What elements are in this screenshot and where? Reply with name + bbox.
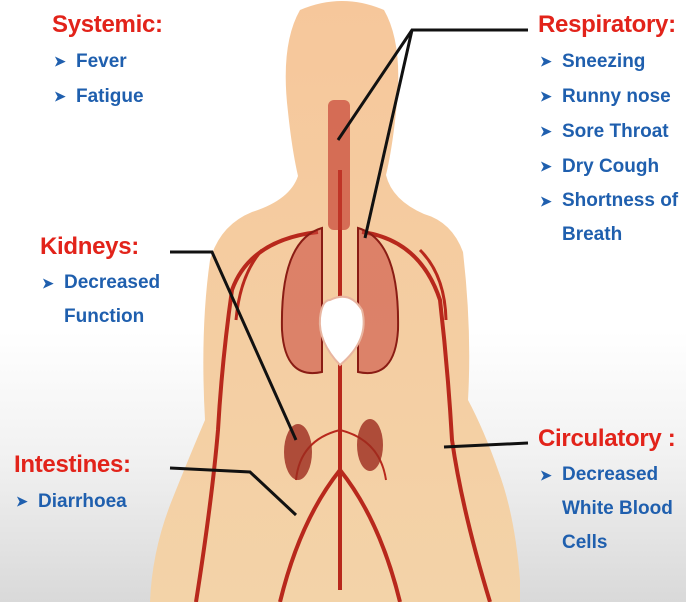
list-item: ➤ Diarrhoea bbox=[14, 484, 131, 519]
arrowhead-bullet-icon: ➤ bbox=[16, 484, 28, 519]
list-item: ➤ Decreased White Blood Cells bbox=[538, 458, 686, 560]
circulatory-group: Circulatory : ➤ Decreased White Blood Cel… bbox=[538, 424, 686, 560]
systemic-heading: Systemic: bbox=[52, 10, 163, 40]
circulatory-heading: Circulatory : bbox=[538, 424, 686, 454]
list-item: ➤ Sneezing bbox=[538, 44, 686, 79]
list-item: ➤ Runny nose bbox=[538, 79, 686, 114]
respiratory-list: ➤ Sneezing ➤ Runny nose ➤ Sore Throat ➤ Dry … bbox=[538, 44, 686, 252]
arrowhead-bullet-icon: ➤ bbox=[540, 44, 552, 79]
list-item-label: Fever bbox=[76, 51, 127, 72]
list-item: ➤ Fatigue bbox=[52, 79, 163, 114]
intestines-heading: Intestines: bbox=[14, 450, 131, 480]
list-item-label: Runny nose bbox=[562, 86, 671, 107]
arrowhead-bullet-icon: ➤ bbox=[54, 79, 66, 114]
trachea bbox=[328, 100, 350, 230]
kidneys-heading: Kidneys: bbox=[40, 232, 180, 262]
respiratory-group: Respiratory: ➤ Sneezing ➤ Runny nose ➤ Sore… bbox=[538, 10, 686, 252]
arrowhead-bullet-icon: ➤ bbox=[540, 184, 552, 218]
systemic-list: ➤ Fever ➤ Fatigue bbox=[52, 44, 163, 114]
circulatory-list: ➤ Decreased White Blood Cells bbox=[538, 458, 686, 560]
list-item-label: Shortness of Breath bbox=[562, 190, 678, 245]
list-item: ➤ Dry Cough bbox=[538, 149, 686, 184]
arrowhead-bullet-icon: ➤ bbox=[540, 79, 552, 114]
kidneys-group: Kidneys: ➤ Decreased Function bbox=[40, 232, 180, 334]
list-item: ➤ Fever bbox=[52, 44, 163, 79]
list-item-label: Diarrhoea bbox=[38, 491, 127, 512]
list-item: ➤ Decreased Function bbox=[40, 266, 180, 334]
list-item-label: Fatigue bbox=[76, 86, 144, 107]
list-item-label: Decreased Function bbox=[64, 272, 160, 327]
list-item: ➤ Shortness of Breath bbox=[538, 184, 686, 252]
list-item-label: Decreased White Blood Cells bbox=[562, 464, 673, 553]
kidneys-list: ➤ Decreased Function bbox=[40, 266, 180, 334]
intestines-group: Intestines: ➤ Diarrhoea bbox=[14, 450, 131, 519]
arrowhead-bullet-icon: ➤ bbox=[54, 44, 66, 79]
arrowhead-bullet-icon: ➤ bbox=[540, 114, 552, 149]
respiratory-heading: Respiratory: bbox=[538, 10, 686, 40]
list-item-label: Sneezing bbox=[562, 51, 645, 72]
list-item: ➤ Sore Throat bbox=[538, 114, 686, 149]
arrowhead-bullet-icon: ➤ bbox=[540, 458, 552, 492]
list-item-label: Dry Cough bbox=[562, 156, 659, 177]
arrowhead-bullet-icon: ➤ bbox=[42, 266, 54, 300]
intestines-list: ➤ Diarrhoea bbox=[14, 484, 131, 519]
list-item-label: Sore Throat bbox=[562, 121, 669, 142]
arrowhead-bullet-icon: ➤ bbox=[540, 149, 552, 184]
systemic-group: Systemic: ➤ Fever ➤ Fatigue bbox=[52, 10, 163, 114]
